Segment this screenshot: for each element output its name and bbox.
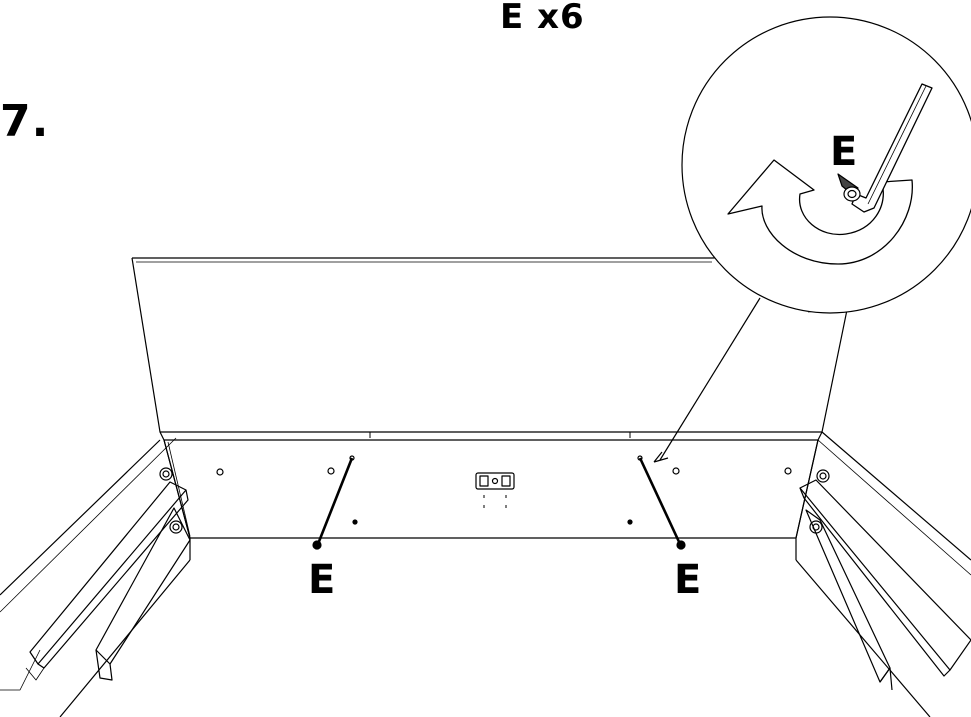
step-number: 7. [0,96,50,147]
zoom-detail-circle [681,16,971,314]
zoom-part-label: E [830,129,859,175]
right-bolt-label: E [674,557,703,603]
rail-hole [327,467,335,475]
left-bolt-label: E [308,557,337,603]
bolt-icon [638,457,686,550]
clockwise-arrow-icon [727,159,913,265]
rail-hole [216,468,224,476]
bolt-icon [837,173,861,202]
left-side-rail [0,437,191,717]
center-bracket [475,472,515,508]
rail-hole [672,467,680,475]
rail-hole [784,467,792,475]
right-side-rail [795,431,971,717]
callout-line [653,297,851,463]
rear-rail [159,431,823,539]
rail-hole [352,519,358,525]
allen-key-icon [851,83,933,213]
rail-hole [627,519,633,525]
part-quantity: E x6 [500,0,585,37]
bolt-icon [312,457,354,550]
